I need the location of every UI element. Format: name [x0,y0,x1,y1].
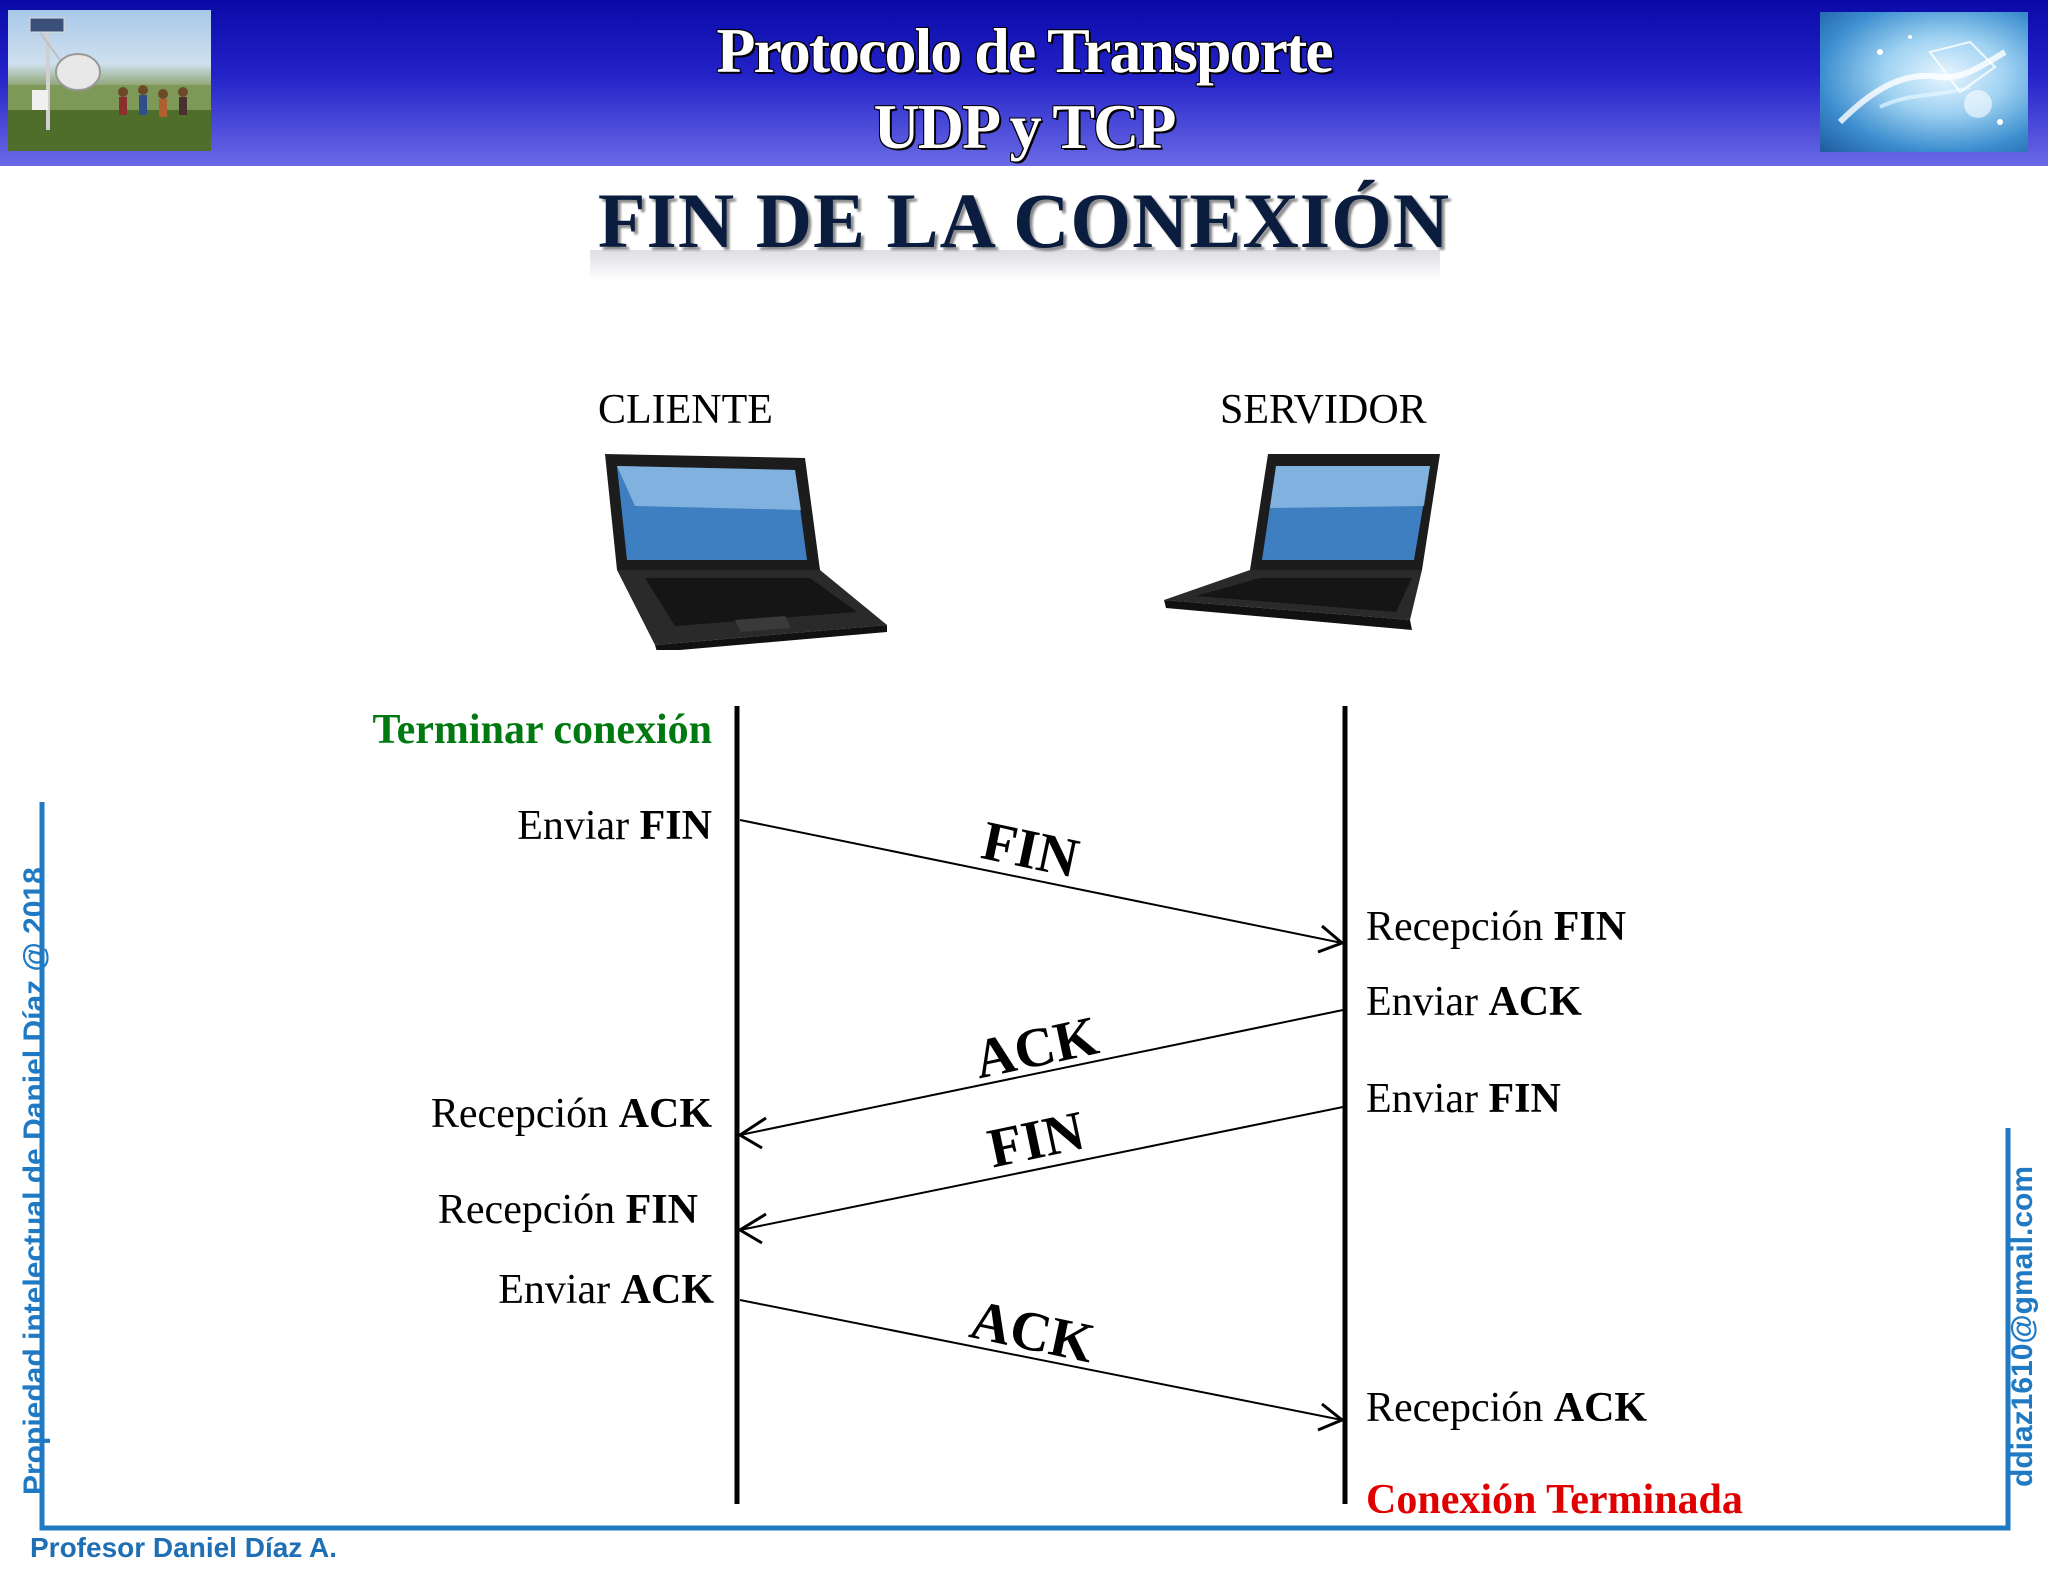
server-event-send-ack: Enviar ACK [1366,979,1582,1025]
client-label: CLIENTE [598,387,773,433]
server-event-send-fin: Enviar FIN [1366,1076,1561,1122]
author-name: Profesor Daniel Díaz A. [30,1532,338,1563]
server-event-receive-fin: Recepción FIN [1366,904,1627,950]
client-event-send-ack: Enviar ACK [498,1267,714,1313]
laptop-icon [605,454,887,650]
antenna-photo [8,10,211,151]
server-status-terminated: Conexión Terminada [1366,1477,1743,1523]
page-title: FIN DE LA CONEXIÓN [597,177,1451,264]
copyright-text: Propiedad intelectual de Daniel Díaz @ 2… [18,867,51,1495]
client-event-receive-fin: Recepción FIN [437,1187,698,1233]
client-event-receive-ack: Recepción ACK [430,1091,712,1137]
server-label: SERVIDOR [1220,387,1427,433]
frame-border [39,802,2011,1531]
client-event-send-fin: Enviar FIN [517,803,712,849]
header-banner [0,0,2048,166]
header-title-line1: Protocolo de Transporte [716,15,1333,86]
arrow-fin-server-to-client [737,1106,1344,1245]
header-title-line2: UDP y TCP [873,91,1177,162]
title-reflection [590,250,1440,280]
email-text: ddiaz1610@gmail.com [2006,1165,2039,1487]
digital-hand-image [1820,12,2028,152]
arrow-ack-server-to-client [737,1009,1344,1150]
laptop-icon [1164,454,1440,630]
arrow-fin-client-to-server [739,819,1345,954]
arrow-ack-client-to-server [739,1299,1345,1432]
server-event-receive-ack: Recepción ACK [1366,1385,1648,1431]
client-status-terminate: Terminar conexión [372,707,712,753]
